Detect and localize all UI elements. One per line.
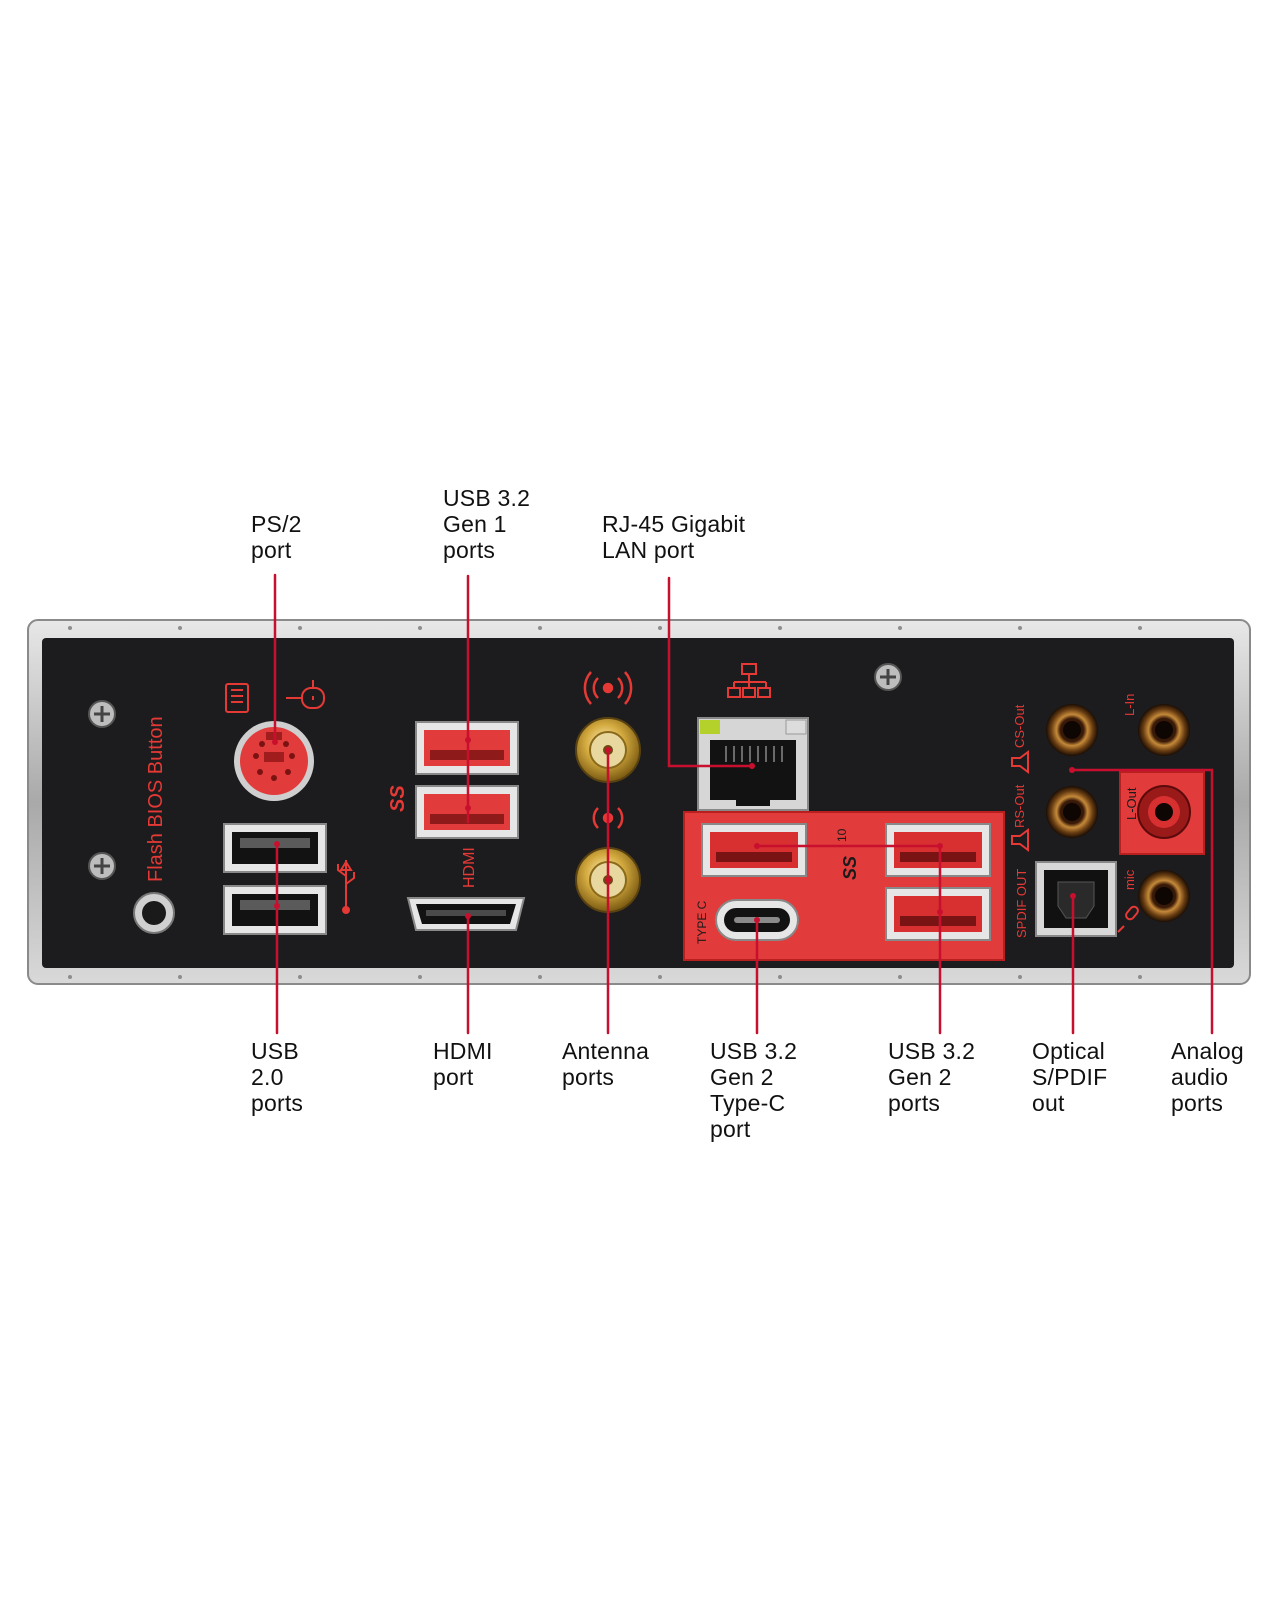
audio-jack-cs-out[interactable]: [1046, 704, 1098, 756]
callout-optical-spdif-out: Optical S/PDIF out: [1032, 1038, 1108, 1116]
flash-bios-button[interactable]: [133, 892, 175, 934]
type-c-label: TYPE C: [695, 900, 709, 944]
network-icon: [727, 663, 771, 698]
audio-jack-rs-out[interactable]: [1046, 786, 1098, 838]
screw-top-right: [874, 663, 902, 691]
leader-analog-audio: [1070, 768, 1214, 1035]
callout-rj45-lan-port: RJ-45 Gigabit LAN port: [602, 511, 746, 563]
leader-rj45: [667, 576, 754, 768]
usb32-gen2-port-right-top[interactable]: [885, 823, 991, 877]
screw-top-left: [88, 700, 116, 728]
callout-usb20-ports: USB 2.0 ports: [251, 1038, 304, 1116]
callout-usb32-gen2-ports: USB 3.2 Gen 2 ports: [888, 1038, 976, 1116]
speaker-icon-bottom: [1011, 828, 1029, 852]
ss10-logo: SS: [840, 856, 860, 880]
usb20-port-top[interactable]: [223, 823, 327, 873]
screw-bottom-left: [88, 852, 116, 880]
spdif-out-label: SPDIF OUT: [1014, 869, 1029, 938]
mic-label: mic: [1122, 869, 1137, 890]
speaker-icon-top: [1011, 750, 1029, 774]
rs-out-label: RS-Out: [1012, 784, 1027, 828]
usb32-gen2-typec-port[interactable]: [715, 899, 799, 941]
usb-trident-icon: [337, 860, 355, 914]
usb20-port-bottom[interactable]: [223, 885, 327, 935]
l-in-label: L-In: [1122, 694, 1137, 716]
l-out-label: L-Out: [1124, 787, 1139, 820]
mouse-icon: [286, 680, 325, 709]
hdmi-panel-label: HDMI: [461, 847, 478, 888]
microphone-icon: [1117, 905, 1139, 933]
cs-out-label: CS-Out: [1012, 704, 1027, 748]
callout-antenna-ports: Antenna ports: [562, 1038, 650, 1090]
ss-logo-gen1: SS: [387, 785, 409, 812]
callout-hdmi-port: HDMI port: [433, 1038, 493, 1090]
keyboard-icon: [225, 683, 249, 713]
usb32-gen2-port-left[interactable]: [701, 823, 807, 877]
leader-lines: [273, 573, 1214, 1035]
leader-dots: [272, 737, 1076, 923]
flash-bios-label: Flash BIOS Button: [145, 716, 167, 882]
wifi-icon-top: [583, 671, 633, 705]
callout-usb32-gen2-typec-port: USB 3.2 Gen 2 Type-C port: [710, 1038, 798, 1142]
optical-spdif-port[interactable]: [1035, 861, 1117, 937]
leader-usb32-gen2: [755, 844, 942, 1035]
frame-dimples: [68, 626, 1142, 979]
callout-analog-audio-ports: Analog audio ports: [1171, 1038, 1244, 1116]
audio-jack-l-out[interactable]: [1137, 785, 1191, 839]
callout-usb32-gen1-ports: USB 3.2 Gen 1 ports: [443, 485, 531, 563]
callout-ps2-port: PS/2 port: [251, 511, 302, 563]
audio-jack-mic[interactable]: [1138, 870, 1190, 922]
audio-jack-l-in[interactable]: [1138, 704, 1190, 756]
ss10-number: 10: [835, 828, 849, 842]
